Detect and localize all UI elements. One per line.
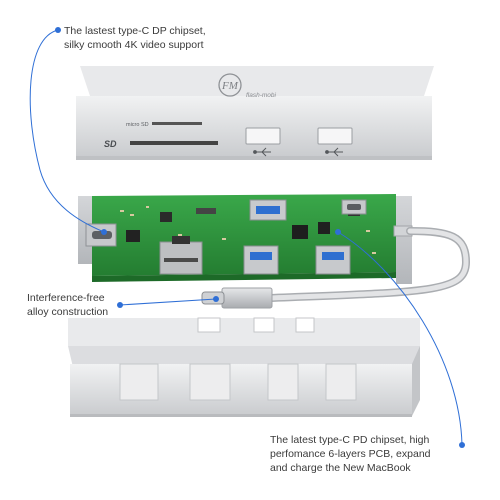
cutout-1 [119,363,159,401]
callout-dp-line-2: silky cmooth 4K video support [64,39,204,51]
micro-sd-slot [152,122,202,125]
cutout-4 [325,363,357,401]
micro-sd-label: micro SD [126,122,149,128]
leader-dot-icon [117,302,123,308]
callout-pd-line-1: The latest type-C PD chipset, high [270,434,430,446]
leader-line-alloy [119,298,217,306]
top-housing-front-face [76,96,432,158]
leader-dot-icon [101,229,107,235]
sd-slot [130,141,218,145]
usb-c-cable [201,227,471,309]
callout-alloy-line-2: alloy construction [27,306,109,318]
leader-dot-icon [459,442,465,448]
sd-label: SD [104,139,117,149]
callout-pd-chipset: The latest type-C PD chipset, high perfo… [270,433,498,475]
leader-dot-icon [335,229,341,235]
brand-name: flash-mobi [246,92,277,99]
bottom-housing [68,317,420,417]
callout-pd-line-3: and charge the New MacBook [270,462,411,474]
callout-alloy-line-1: Interference-free [27,292,105,304]
usb-port-hole-2 [317,127,353,145]
cutout-3 [267,363,299,401]
end-plate-right [396,196,412,284]
callout-pd-line-2: perfomance 6-layers PCB, expand [270,448,431,460]
usb-symbol-icon [253,147,271,157]
top-housing: FM flash-mobi micro SD SD [76,66,434,160]
leader-lines [29,29,463,446]
usb-c-plug-housing [221,287,273,309]
top-housing-top-face [80,66,434,96]
pd-chip [292,225,308,239]
usb-symbol-icon [325,147,343,157]
leader-line-pd [337,231,463,446]
end-plate-left [78,196,92,264]
cutout-2 [189,363,231,401]
usb-c-plug-tip [201,291,225,305]
leader-dot-icon [55,27,61,33]
usb-port-hole-1 [245,127,281,145]
leader-dot-icon [213,296,219,302]
pcb-board [78,194,413,284]
fm-logo-text: FM [221,80,239,92]
dp-chip [126,230,140,242]
callout-dp-line-1: The lastest type-C DP chipset, [64,25,206,37]
callout-alloy: Interference-free alloy construction [27,291,167,319]
callout-dp-chipset: The lastest type-C DP chipset, silky cmo… [64,24,274,52]
fm-logo-icon [218,73,242,97]
leader-line-dp [29,29,105,233]
